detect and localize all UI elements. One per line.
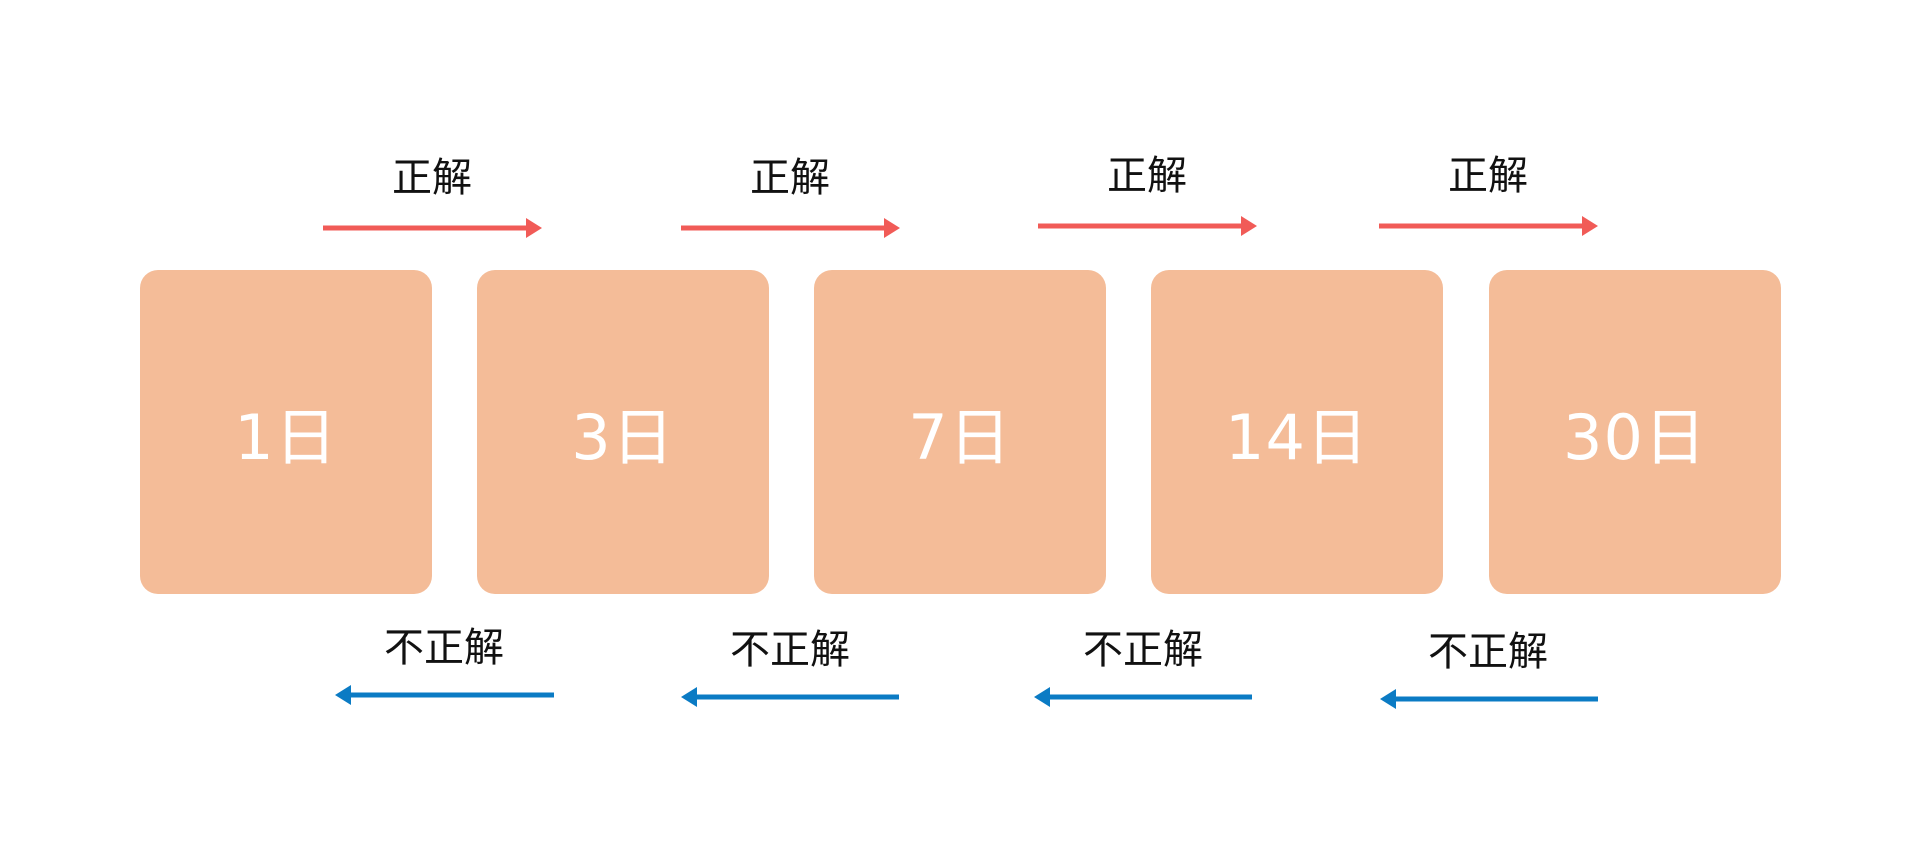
forward-label-4: 正解 bbox=[1448, 153, 1528, 199]
stage-label: 14日 bbox=[1225, 401, 1369, 474]
forward-arrow-2 bbox=[681, 218, 900, 238]
forward-arrow-4 bbox=[1379, 216, 1598, 236]
forward-arrow-1 bbox=[323, 218, 542, 238]
stage-label: 30日 bbox=[1563, 401, 1707, 474]
forward-label-1: 正解 bbox=[392, 155, 472, 201]
backward-arrow-2 bbox=[681, 687, 899, 707]
forward-label-3: 正解 bbox=[1107, 153, 1187, 199]
forward-arrow-3 bbox=[1038, 216, 1257, 236]
stage-label: 3日 bbox=[571, 401, 675, 474]
backward-arrow-3 bbox=[1034, 687, 1252, 707]
backward-label-4: 不正解 bbox=[1428, 629, 1548, 675]
backward-arrow-4 bbox=[1380, 689, 1598, 709]
stage-label: 7日 bbox=[908, 401, 1012, 474]
stage-box-4: 14日 bbox=[1151, 270, 1443, 594]
stage-box-2: 3日 bbox=[477, 270, 769, 594]
stage-box-1: 1日 bbox=[140, 270, 432, 594]
backward-label-3: 不正解 bbox=[1083, 627, 1203, 673]
backward-label-1: 不正解 bbox=[384, 625, 504, 671]
backward-label-2: 不正解 bbox=[730, 627, 850, 673]
stage-label: 1日 bbox=[234, 401, 338, 474]
stage-box-3: 7日 bbox=[814, 270, 1106, 594]
backward-arrow-1 bbox=[335, 685, 554, 705]
forward-label-2: 正解 bbox=[750, 155, 830, 201]
stage-box-5: 30日 bbox=[1489, 270, 1781, 594]
